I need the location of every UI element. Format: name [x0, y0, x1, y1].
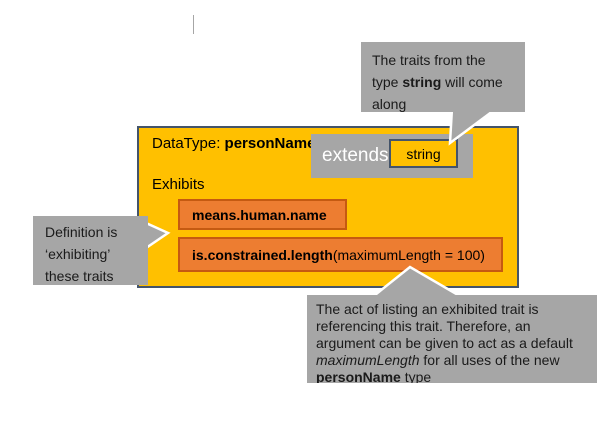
trait-name: is.constrained.length	[192, 246, 333, 263]
top-callout-line2: type string will come	[372, 71, 525, 93]
trait-args: (maximumLength = 100)	[332, 246, 485, 263]
top-callout-line1: The traits from the	[372, 52, 486, 68]
left-callout-line1: Definition is	[45, 224, 118, 240]
trait-name: means.human.name	[192, 206, 327, 223]
bottom-callout-line4-rest: for all uses of the new	[419, 352, 560, 368]
datatype-definition-box: DataType: personName extends string Exhi…	[137, 126, 519, 288]
top-callout-line2-bold: string	[402, 74, 442, 90]
top-callout-line3: along	[372, 96, 407, 112]
trait-box-means-human-name: means.human.name	[178, 199, 347, 230]
bottom-callout-line5: personName type	[316, 369, 597, 383]
bottom-callout: The act of listing an exhibited trait is…	[307, 295, 597, 383]
bottom-callout-line1: The act of listing an exhibited trait is	[316, 301, 539, 317]
trait-box-is-constrained-length: is.constrained.length (maximumLength = 1…	[178, 237, 503, 272]
extends-label: extends	[322, 145, 389, 166]
datatype-title-name: personName	[224, 135, 316, 152]
top-callout-line2-pre: type	[372, 74, 403, 90]
extends-type-box: string	[389, 139, 458, 168]
datatype-title: DataType: personName	[152, 135, 315, 152]
stray-cursor-line	[193, 15, 194, 34]
top-callout-line2-post: will come	[441, 74, 503, 90]
exhibits-label: Exhibits	[152, 176, 205, 193]
bottom-callout-line3: argument can be given to act as a defaul…	[316, 335, 573, 351]
bottom-callout-line5-rest: type	[400, 369, 432, 383]
bottom-callout-line5-bold: personName	[316, 369, 401, 383]
bottom-callout-line4-italic: maximumLength	[316, 352, 420, 368]
datatype-title-prefix: DataType:	[152, 135, 225, 152]
left-callout-line3: these traits	[45, 268, 114, 284]
left-callout-line2: ‘exhibiting’	[45, 246, 111, 262]
bottom-callout-line2: referencing this trait. Therefore, an	[316, 318, 531, 334]
extends-box: extends string	[311, 134, 473, 178]
top-callout: The traits from the type string will com…	[361, 42, 525, 112]
left-callout: Definition is ‘exhibiting’ these traits	[33, 216, 148, 285]
bottom-callout-line4: maximumLength for all uses of the new	[316, 352, 597, 369]
